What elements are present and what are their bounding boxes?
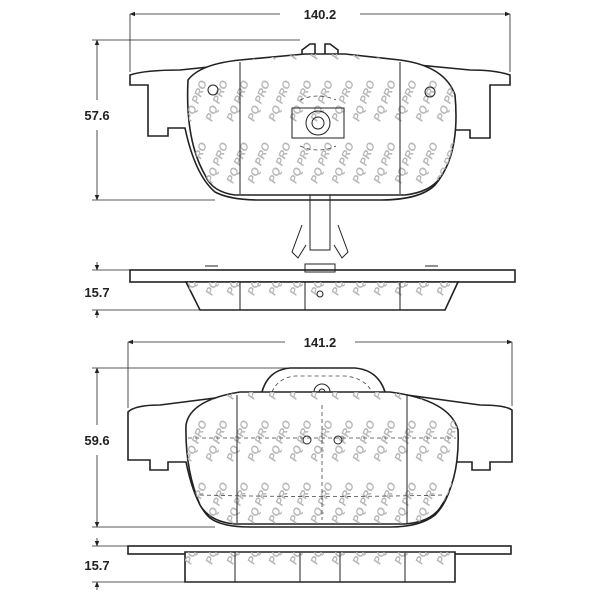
top-side-center-nub: [304, 263, 336, 273]
watermark-text: PQ PRO: [246, 17, 273, 62]
watermark-text: PQ PRO: [288, 203, 315, 248]
watermark-text: PQ PRO: [330, 584, 357, 600]
watermark-text: PQ PRO: [288, 584, 315, 600]
watermark-text: PQ PRO: [372, 17, 399, 62]
watermark-text: PQ PRO: [393, 17, 420, 62]
watermark-text: PQ PRO: [225, 315, 252, 360]
watermark-text: PQ PRO: [414, 357, 441, 402]
watermark-text: PQ PRO: [435, 357, 462, 402]
top-side-clip: [309, 194, 331, 251]
watermark-text: PQ PRO: [435, 203, 462, 248]
watermark-text: PQ PRO: [204, 203, 231, 248]
watermark-text: PQ PRO: [309, 203, 336, 248]
watermark-text: PQ PRO: [246, 584, 273, 600]
watermark-text: PQ PRO: [456, 522, 483, 567]
watermark-text: PQ PRO: [372, 315, 399, 360]
top-hole-left: [207, 84, 219, 96]
watermark-text: PQ PRO: [204, 584, 231, 600]
watermark-text: PQ PRO: [162, 357, 189, 402]
watermark-text: PQ PRO: [393, 584, 420, 600]
watermark-text: PQ PRO: [456, 141, 483, 186]
top-height-dimension: 57.6: [84, 39, 300, 201]
watermark-text: PQ PRO: [456, 584, 483, 600]
top-thickness-label: 15.7: [84, 285, 109, 300]
watermark-text: PQ PRO: [456, 315, 483, 360]
watermark-text: PQ PRO: [435, 315, 462, 360]
watermark-text: PQ PRO: [351, 315, 378, 360]
watermark-text: PQ PRO: [183, 17, 210, 62]
top-height-label: 57.6: [84, 108, 109, 123]
watermark-text: PQ PRO: [435, 17, 462, 62]
watermark-text: PQ PRO: [162, 315, 189, 360]
watermark-text: PQ PRO: [456, 357, 483, 402]
top-thickness-dimension: 15.7: [84, 262, 200, 318]
watermark-text: PQ PRO: [414, 584, 441, 600]
watermark-text: PQ PRO: [372, 203, 399, 248]
watermark-text: PQ PRO: [414, 315, 441, 360]
watermark-text: PQ PRO: [435, 522, 462, 567]
watermark-text: PQ PRO: [162, 203, 189, 248]
top-width-label: 140.2: [304, 7, 337, 22]
top-hole-right: [424, 86, 436, 98]
watermark-text: PQ PRO: [435, 584, 462, 600]
watermark-text: PQ PRO: [267, 17, 294, 62]
watermark-text: PQ PRO: [372, 584, 399, 600]
watermark-text: PQ PRO: [456, 17, 483, 62]
watermark-text: PQ PRO: [183, 357, 210, 402]
top-width-dimension: 140.2: [129, 7, 511, 72]
watermark-text: PQ PRO: [246, 315, 273, 360]
watermark-text: PQ PRO: [309, 584, 336, 600]
watermark-text: PQ PRO: [414, 203, 441, 248]
watermark-text: PQ PRO: [351, 203, 378, 248]
watermark-text: PQ PRO: [414, 17, 441, 62]
top-wear-sensor: [291, 95, 345, 151]
bottom-width-label: 141.2: [304, 335, 337, 350]
bottom-thickness-label: 15.7: [84, 558, 109, 573]
watermark-text: PQ PRO: [267, 584, 294, 600]
watermark-text: PQ PRO: [393, 203, 420, 248]
watermark-text: PQ PRO: [162, 481, 189, 526]
watermark-text: PQ PRO: [456, 203, 483, 248]
watermark-text: PQ PRO: [393, 315, 420, 360]
watermark-text: PQ PRO: [351, 584, 378, 600]
watermark-text: PQ PRO: [204, 315, 231, 360]
bottom-height-dimension: 59.6: [84, 367, 290, 528]
watermark-text: PQ PRO: [162, 141, 189, 186]
watermark-text: PQ PRO: [183, 584, 210, 600]
watermark-text: PQ PRO: [267, 203, 294, 248]
watermark-text: PQ PRO: [456, 481, 483, 526]
bottom-height-label: 59.6: [84, 433, 109, 448]
bottom-thickness-dimension: 15.7: [84, 538, 185, 590]
bottom-backing-hidden-edge: [271, 375, 373, 393]
bottom-width-dimension: 141.2: [127, 335, 513, 408]
watermark-text: PQ PRO: [225, 203, 252, 248]
watermark-text: PQ PRO: [225, 584, 252, 600]
watermark-text: PQ PRO: [204, 17, 231, 62]
watermark-text: PQ PRO: [162, 17, 189, 62]
bottom-side-friction-pad: [184, 551, 456, 583]
top-friction-pad: [186, 53, 457, 196]
watermark-text: PQ PRO: [183, 315, 210, 360]
watermark-text: PQ PRO: [183, 203, 210, 248]
watermark-text: PQ PRO: [267, 315, 294, 360]
watermark-text: PQ PRO: [225, 17, 252, 62]
watermark-text: PQ PRO: [162, 584, 189, 600]
watermark-text: PQ PRO: [246, 203, 273, 248]
